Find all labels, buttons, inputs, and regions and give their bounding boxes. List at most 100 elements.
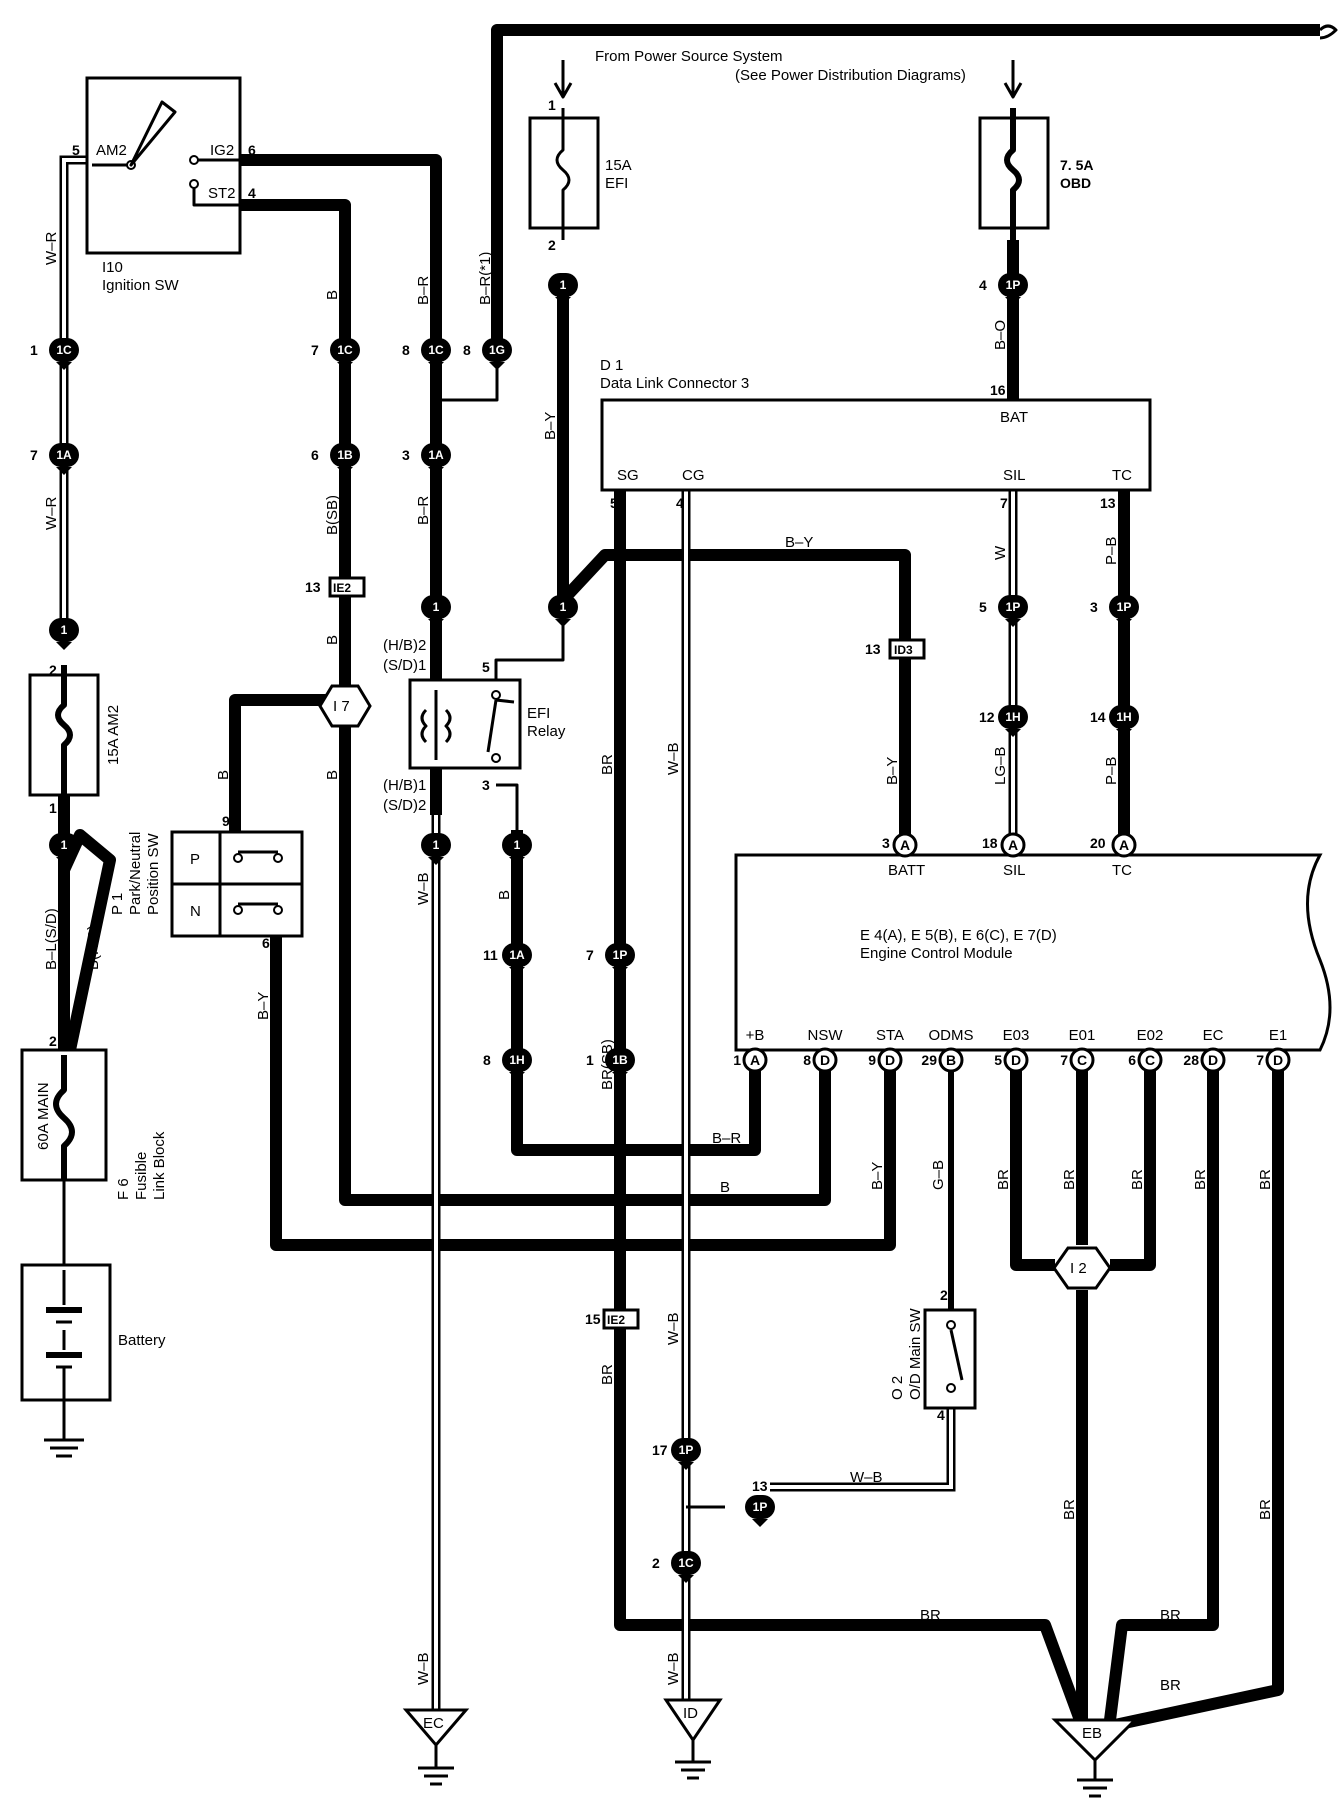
svg-text:1B: 1B — [612, 1053, 628, 1067]
svg-text:BAT: BAT — [1000, 409, 1028, 426]
ground-id: ID — [663, 1698, 723, 1780]
svg-text:EC: EC — [1203, 1027, 1224, 1044]
svg-text:6: 6 — [1128, 1052, 1136, 1068]
svg-text:W–B: W–B — [850, 1469, 883, 1486]
svg-text:LG–B: LG–B — [992, 747, 1009, 785]
ignition-switch: AM2 IG2 ST2 5 6 4 I10 Ignition SW — [72, 76, 256, 294]
svg-text:1: 1 — [586, 1052, 594, 1068]
svg-text:BATT: BATT — [888, 862, 925, 879]
svg-text:2: 2 — [49, 1033, 57, 1049]
fuse-efi: 1 2 15A EFI — [528, 97, 632, 253]
fuse-efi-name: EFI — [605, 175, 628, 192]
svg-text:B: B — [720, 1179, 730, 1196]
svg-text:B–R(*1): B–R(*1) — [477, 252, 494, 305]
svg-text:D 1: D 1 — [600, 357, 623, 374]
fuse-obd-rating: 7. 5A — [1060, 157, 1093, 173]
svg-text:4: 4 — [979, 277, 987, 293]
fusible-link-block: 2 60A MAIN F 6 Fusible Link Block — [20, 1033, 168, 1200]
power-source-line2: (See Power Distribution Diagrams) — [735, 67, 966, 84]
svg-text:5: 5 — [72, 142, 80, 158]
svg-text:B: B — [946, 1052, 956, 1068]
svg-text:O 2: O 2 — [889, 1376, 906, 1400]
svg-text:BR: BR — [1129, 1169, 1146, 1190]
ecm-terminal-plus-b: A +B 1 — [733, 1027, 768, 1073]
connector-1a: 1A3 — [402, 443, 451, 475]
svg-text:8: 8 — [402, 342, 410, 358]
svg-text:11: 11 — [483, 947, 498, 963]
svg-text:B(H/B): B(H/B) — [85, 925, 102, 970]
svg-text:A: A — [750, 1052, 760, 1068]
svg-text:W–B: W–B — [665, 742, 682, 775]
svg-text:1B: 1B — [337, 448, 353, 462]
svg-text:B–R: B–R — [415, 276, 432, 305]
ecm-name: Engine Control Module — [860, 945, 1013, 962]
ignition-sw-name: Ignition SW — [102, 277, 180, 294]
svg-text:13: 13 — [305, 579, 321, 595]
svg-text:B–O: B–O — [992, 320, 1009, 350]
connector-1b: 1B 6 — [311, 443, 360, 475]
connector-1p: 1P3 — [1090, 595, 1139, 627]
svg-text:D: D — [1011, 1052, 1021, 1068]
svg-text:BR: BR — [1061, 1499, 1078, 1520]
svg-text:ODMS: ODMS — [929, 1027, 974, 1044]
svg-text:3: 3 — [1090, 599, 1098, 615]
connector-1: 1 — [502, 833, 532, 865]
svg-text:BR(SB): BR(SB) — [599, 1039, 616, 1090]
svg-text:(S/D)1: (S/D)1 — [383, 657, 426, 674]
svg-text:8: 8 — [483, 1052, 491, 1068]
ignition-sw-id: I10 — [102, 259, 123, 276]
svg-text:1P: 1P — [679, 1443, 694, 1457]
svg-text:B–R: B–R — [712, 1130, 741, 1147]
svg-text:3: 3 — [482, 777, 490, 793]
svg-text:SIL: SIL — [1003, 467, 1026, 484]
svg-text:2: 2 — [49, 662, 57, 678]
svg-text:5: 5 — [979, 599, 987, 615]
svg-text:+B: +B — [746, 1027, 765, 1044]
junction-i7: I 7 — [318, 684, 372, 728]
svg-text:BR: BR — [995, 1169, 1012, 1190]
svg-text:EB: EB — [1082, 1725, 1102, 1742]
svg-text:1: 1 — [49, 800, 57, 816]
svg-text:W–R: W–R — [43, 232, 60, 266]
svg-text:IE2: IE2 — [607, 1313, 625, 1327]
svg-text:1P: 1P — [1006, 278, 1021, 292]
svg-text:6: 6 — [248, 142, 256, 158]
efi-relay: EFI Relay (H/B)2 (S/D)1 (H/B)1 (S/D)2 5 … — [383, 637, 566, 814]
svg-text:W–B: W–B — [415, 872, 432, 905]
svg-text:1: 1 — [548, 97, 556, 113]
svg-text:5: 5 — [610, 495, 618, 511]
svg-text:P–B: P–B — [1103, 757, 1120, 785]
svg-text:2: 2 — [940, 1287, 948, 1303]
svg-text:6: 6 — [311, 447, 319, 463]
svg-text:18: 18 — [982, 835, 998, 851]
connector-1c: 1C2 — [652, 1551, 701, 1583]
svg-text:B–Y: B–Y — [255, 992, 272, 1020]
od-sw-name: O/D Main SW — [907, 1307, 924, 1400]
svg-text:TC: TC — [1112, 862, 1132, 879]
connector-1a: 1A 11 — [483, 943, 532, 975]
svg-text:BR: BR — [1192, 1169, 1209, 1190]
fuse-efi-rating: 15A — [605, 157, 632, 174]
power-source-line1: From Power Source System — [595, 48, 783, 65]
svg-text:B–L(S/D): B–L(S/D) — [43, 908, 60, 970]
svg-text:1: 1 — [61, 838, 68, 852]
svg-text:14: 14 — [1090, 709, 1106, 725]
svg-text:AM2: AM2 — [96, 142, 127, 159]
svg-text:D: D — [1273, 1052, 1283, 1068]
svg-text:1: 1 — [733, 1052, 741, 1068]
connector-1p: 1P 4 — [979, 273, 1028, 305]
fuse-obd-name: OBD — [1060, 175, 1091, 191]
svg-text:B–R: B–R — [415, 496, 432, 525]
svg-text:1A: 1A — [509, 948, 525, 962]
svg-text:G–B: G–B — [930, 1160, 947, 1190]
pn-sw-name: Position SW — [145, 832, 162, 915]
svg-text:P–B: P–B — [1103, 537, 1120, 565]
svg-text:4: 4 — [676, 495, 684, 511]
